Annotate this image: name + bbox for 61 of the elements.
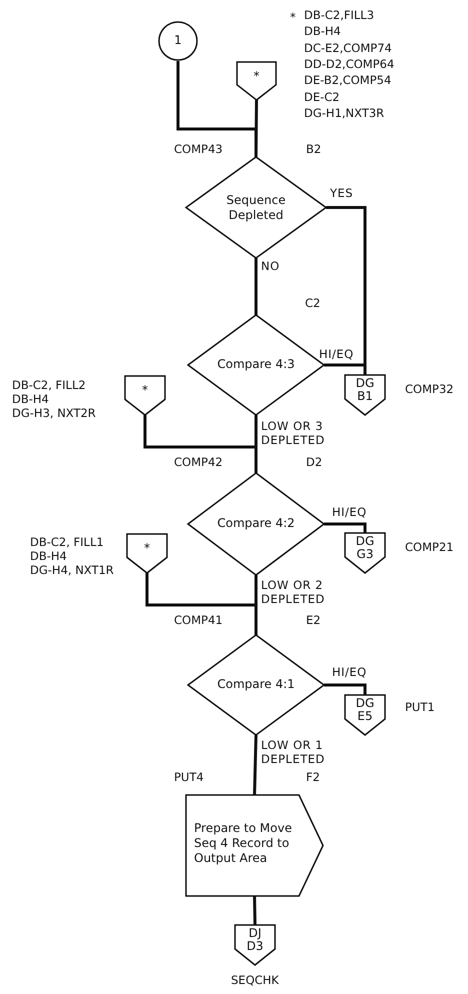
flow-line <box>253 734 258 796</box>
connector-label: DJ D3 <box>246 927 264 953</box>
location-code: D2 <box>306 455 322 469</box>
reference-list-line: DB-C2,FILL3 <box>304 8 374 22</box>
decision-diamond <box>186 157 326 258</box>
connector-label: * <box>143 542 151 555</box>
flow-line <box>253 896 256 926</box>
location-code: F2 <box>306 770 320 784</box>
process-text: Prepare to Move Seq 4 Record to Output Area <box>194 821 293 866</box>
offpage-connector <box>345 695 385 735</box>
flow-line <box>324 522 366 533</box>
offpage-connector <box>345 375 385 415</box>
reference-list-line: DB-H4 <box>30 549 67 563</box>
entry-name: COMP21 <box>405 540 454 554</box>
offpage-connector <box>127 534 167 573</box>
connector-label: DG E5 <box>354 697 376 723</box>
note-mark: * <box>290 10 296 24</box>
decision-diamond <box>188 635 324 735</box>
flow-line <box>144 415 258 473</box>
connector-label: DG G3 <box>354 535 376 561</box>
reference-list-line: DG-H1,NXT3R <box>304 106 384 120</box>
decision-text: Sequence Depleted <box>225 193 287 223</box>
reference-list-line: DB-C2, FILL1 <box>30 535 104 549</box>
location-code: C2 <box>305 296 320 310</box>
reference-list-line: DG-H4, NXT1R <box>30 563 114 577</box>
reference-list-line: DB-H4 <box>304 24 341 38</box>
location-code: E2 <box>306 613 321 627</box>
decision-text: Compare 4:3 <box>216 357 296 372</box>
flow-line <box>254 258 258 315</box>
reference-list-line: DE-C2 <box>304 90 340 104</box>
entry-name: COMP32 <box>405 382 454 396</box>
location-code: COMP42 <box>174 455 223 469</box>
location-code: B2 <box>306 142 322 156</box>
connector-label: * <box>252 70 260 83</box>
offpage-connector <box>125 376 165 415</box>
reference-list-line: DB-H4 <box>12 392 49 406</box>
connector-label: 1 <box>173 33 183 48</box>
decision-text: Compare 4:2 <box>216 516 296 531</box>
offpage-connector <box>237 62 276 100</box>
reference-list-line: DE-B2,COMP54 <box>304 73 392 88</box>
entry-name: SEQCHK <box>231 973 279 987</box>
reference-list-line: DG-H3, NXT2R <box>12 406 96 420</box>
flow-line <box>254 100 258 158</box>
offpage-connector <box>345 533 385 573</box>
process-box <box>186 795 323 896</box>
decision-diamond <box>188 473 324 575</box>
offpage-connector <box>235 925 275 965</box>
connector-circle <box>158 21 198 61</box>
location-code: COMP43 <box>174 142 223 156</box>
connector-label: * <box>141 384 149 397</box>
flow-line <box>146 573 258 635</box>
location-code: PUT4 <box>174 770 204 784</box>
location-code: COMP41 <box>174 613 223 627</box>
flow-line <box>324 364 366 375</box>
connector-label: DG B1 <box>354 377 376 403</box>
decision-text: Compare 4:1 <box>216 677 296 692</box>
reference-list-line: DD-D2,COMP64 <box>304 56 394 71</box>
flow-line <box>324 684 366 695</box>
reference-list-line: DB-C2, FILL2 <box>12 378 86 392</box>
entry-name: PUT1 <box>405 700 435 714</box>
reference-list-line: DC-E2,COMP74 <box>304 40 392 55</box>
